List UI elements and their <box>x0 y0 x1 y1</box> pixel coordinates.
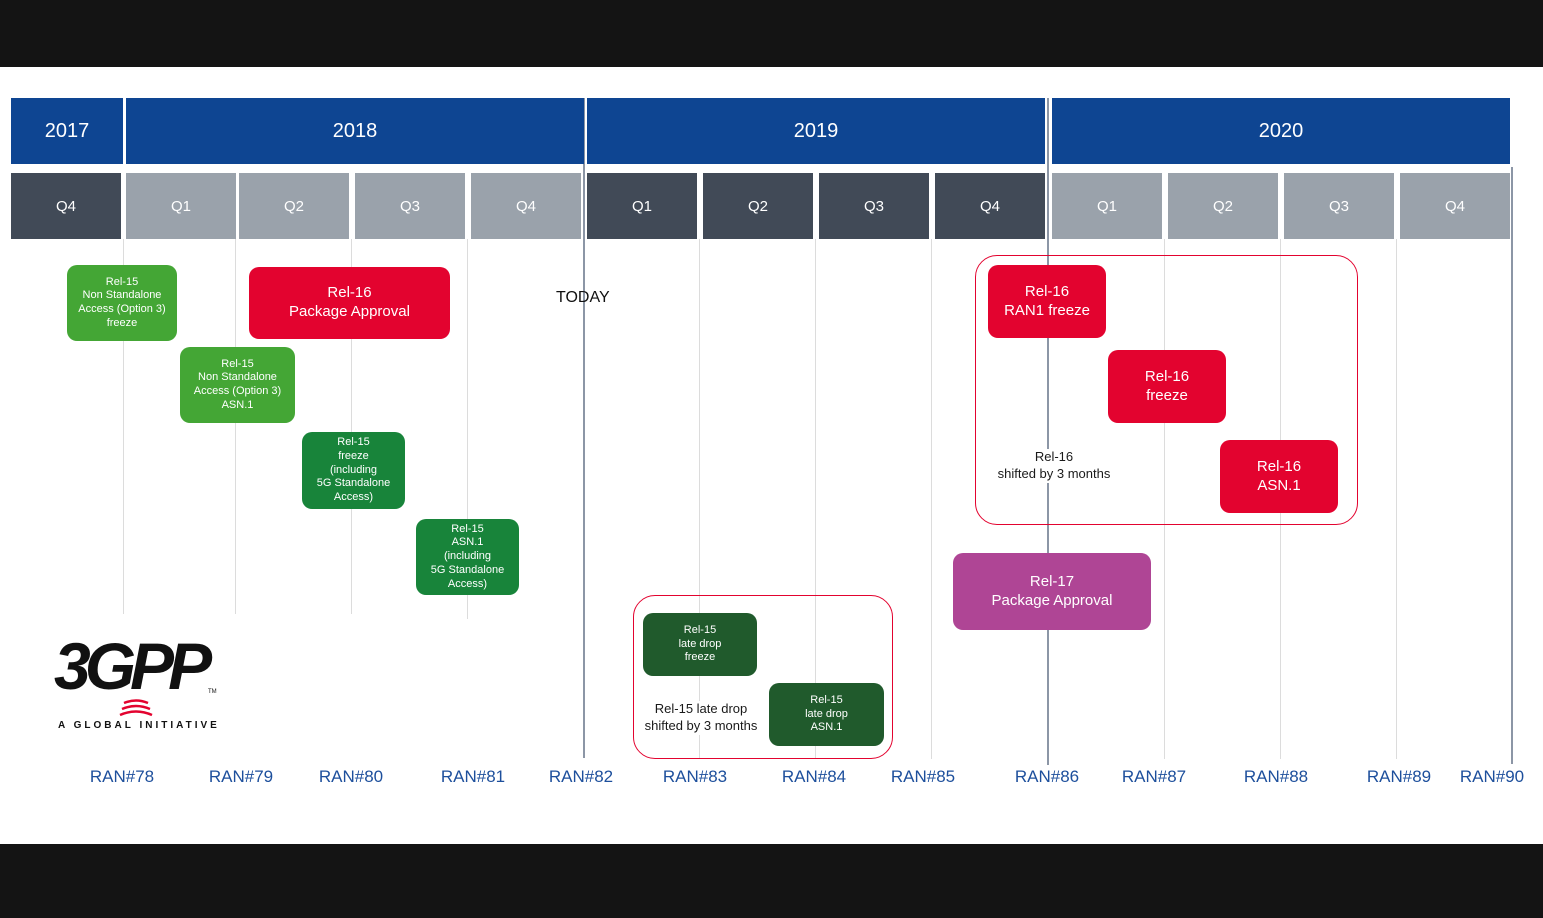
year-2019: 2019 <box>587 98 1045 164</box>
quarter-2018-q4: Q4 <box>471 173 581 239</box>
rel15-nsa-freeze-milestone: Rel-15 Non Standalone Access (Option 3) … <box>67 265 177 341</box>
quarter-2018-q1: Q1 <box>126 173 236 239</box>
rel17-package-approval-milestone: Rel-17 Package Approval <box>953 553 1151 630</box>
today-line <box>583 98 585 758</box>
late-drop-shift-note: Rel-15 late drop shifted by 3 months <box>635 701 767 735</box>
rel16-package-approval-milestone: Rel-16 Package Approval <box>249 267 450 339</box>
svg-text:TM: TM <box>208 689 217 695</box>
ran-meeting-label: RAN#90 <box>1459 767 1525 786</box>
year-2017: 2017 <box>11 98 123 164</box>
ran-meeting-label: RAN#82 <box>548 767 614 786</box>
3gpp-logo-mark: 3GPP TM A GLOBAL INITIATIVE <box>54 629 220 731</box>
logo-text: 3GPP <box>54 629 213 703</box>
ran-meeting-label: RAN#80 <box>318 767 384 786</box>
gridline <box>351 239 352 614</box>
gridline <box>815 239 816 759</box>
quarter-2020-q3: Q3 <box>1284 173 1394 239</box>
gridline <box>467 239 468 619</box>
rel15-freeze-sa-milestone: Rel-15 freeze (including 5G Standalone A… <box>302 432 405 509</box>
3gpp-logo: 3GPP TM A GLOBAL INITIATIVE <box>52 623 242 733</box>
ran-meeting-label: RAN#86 <box>1014 767 1080 786</box>
gridline <box>123 239 124 614</box>
ran-meeting-label: RAN#87 <box>1121 767 1187 786</box>
ran-meeting-label: RAN#83 <box>662 767 728 786</box>
year-2018: 2018 <box>126 98 584 164</box>
today-label: TODAY <box>556 289 610 306</box>
rel15-asn1-sa-milestone: Rel-15 ASN.1 (including 5G Standalone Ac… <box>416 519 519 595</box>
end-line <box>1511 167 1513 764</box>
quarter-2017-q4: Q4 <box>11 173 121 239</box>
quarter-2020-q1: Q1 <box>1052 173 1162 239</box>
rel16-freeze-milestone: Rel-16 freeze <box>1108 350 1226 423</box>
rel15-late-drop-asn1-milestone: Rel-15 late drop ASN.1 <box>769 683 884 746</box>
quarter-2018-q3: Q3 <box>355 173 465 239</box>
logo-tagline: A GLOBAL INITIATIVE <box>58 720 220 731</box>
rel16-line <box>1047 98 1049 765</box>
gridline <box>235 239 236 614</box>
ran-meeting-label: RAN#81 <box>440 767 506 786</box>
rel16-asn1-milestone: Rel-16 ASN.1 <box>1220 440 1338 513</box>
ran-meeting-label: RAN#79 <box>208 767 274 786</box>
quarter-2020-q4: Q4 <box>1400 173 1510 239</box>
ran-meeting-label: RAN#78 <box>89 767 155 786</box>
rel15-nsa-asn1-milestone: Rel-15 Non Standalone Access (Option 3) … <box>180 347 295 423</box>
year-2020: 2020 <box>1052 98 1510 164</box>
ran-meeting-label: RAN#84 <box>781 767 847 786</box>
rel16-shift-note: Rel-16 shifted by 3 months <box>990 449 1118 483</box>
rel16-group <box>975 255 1358 525</box>
roadmap-canvas: 2017 2018 2019 2020 Q4 Q1 Q2 Q3 Q4 Q1 Q2… <box>0 67 1543 844</box>
rel15-late-drop-group <box>633 595 893 759</box>
quarter-2018-q2: Q2 <box>239 173 349 239</box>
rel16-ran1-freeze-milestone: Rel-16 RAN1 freeze <box>988 265 1106 338</box>
quarter-2019-q1: Q1 <box>587 173 697 239</box>
quarter-2019-q2: Q2 <box>703 173 813 239</box>
quarter-2019-q4: Q4 <box>935 173 1045 239</box>
ran-meeting-label: RAN#88 <box>1243 767 1309 786</box>
gridline <box>1164 239 1165 759</box>
quarter-2020-q2: Q2 <box>1168 173 1278 239</box>
gridline <box>931 239 932 759</box>
gridline <box>1396 239 1397 759</box>
rel15-late-drop-freeze-milestone: Rel-15 late drop freeze <box>643 613 757 676</box>
ran-meeting-label: RAN#89 <box>1366 767 1432 786</box>
quarter-2019-q3: Q3 <box>819 173 929 239</box>
ran-meeting-label: RAN#85 <box>890 767 956 786</box>
gridline <box>699 239 700 759</box>
